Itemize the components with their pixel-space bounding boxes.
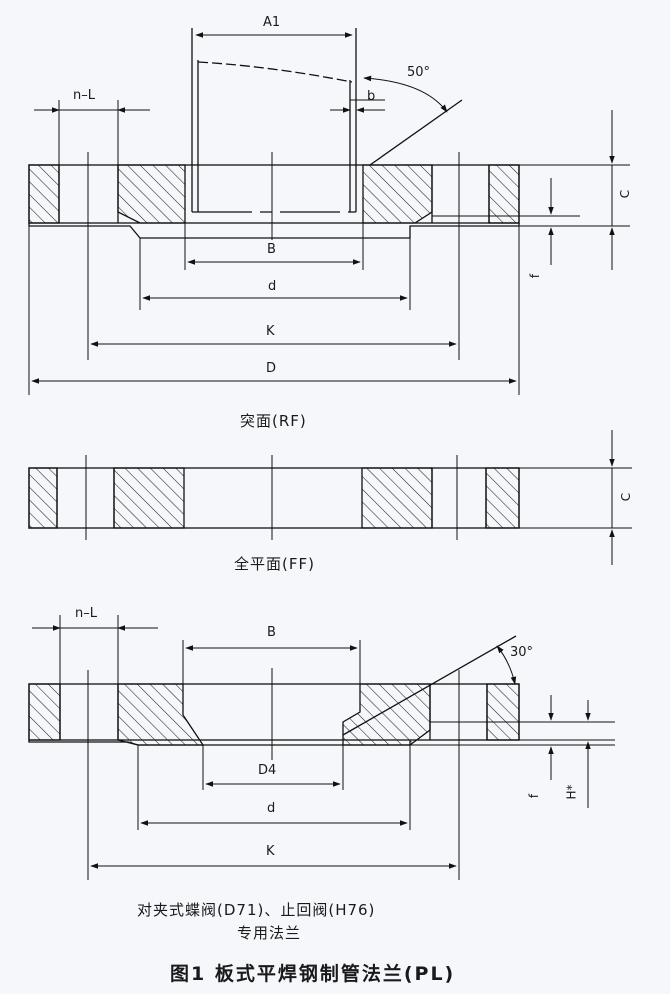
rf-dim-a1: A1 (263, 15, 281, 30)
rf-angle-50: 50° (407, 65, 431, 80)
pl-caption-line1: 对夹式蝶阀(D71)、止回阀(H76) (137, 901, 376, 919)
rf-hatch-left-inner (117, 164, 186, 224)
rf-dim-c: C (618, 189, 633, 199)
rf-dim-B: B (267, 242, 276, 257)
rf-dim-b-small: b (367, 89, 376, 104)
rf-dim-d: d (268, 279, 277, 294)
pl-dim-f: f (527, 793, 542, 799)
rf-caption: 突面(RF) (240, 412, 307, 430)
pl-plate-outline (28, 683, 520, 741)
pl-dim-d: d (267, 801, 276, 816)
rf-hatch-right-inner (362, 164, 433, 224)
figure-title: 图1 板式平焊钢制管法兰(PL) (170, 963, 456, 985)
ff-view (28, 430, 632, 565)
ff-caption: 全平面(FF) (234, 555, 315, 573)
rf-dim-f: f (528, 273, 543, 279)
ff-plate-outline (28, 467, 520, 529)
rf-hatch-left-outer (28, 164, 60, 224)
rf-dim-K: K (266, 324, 275, 339)
pl-view (28, 615, 615, 880)
ff-dim-c: C (619, 492, 634, 502)
rf-view (28, 28, 630, 395)
pl-dim-h: H* (564, 784, 579, 800)
rf-plate-outline (28, 164, 520, 224)
pl-dim-K: K (266, 844, 275, 859)
rf-hatch-right-outer (488, 164, 520, 224)
rf-dim-D: D (266, 361, 277, 376)
pl-angle-30: 30° (510, 645, 534, 660)
pl-dim-nl: n–L (75, 606, 97, 621)
pl-dim-B: B (267, 625, 276, 640)
pl-dim-d4: D4 (258, 763, 277, 778)
rf-dim-nl: n–L (73, 88, 95, 103)
pl-caption-line2: 专用法兰 (237, 924, 302, 942)
rf-raised-face (28, 223, 520, 239)
